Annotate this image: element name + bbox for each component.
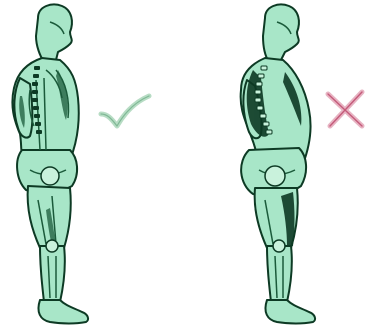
poor-posture-anatomy-svg xyxy=(225,0,345,328)
good-posture-anatomy-svg xyxy=(0,0,110,328)
good-posture-figure xyxy=(0,0,110,328)
cross-icon xyxy=(322,86,368,132)
poor-posture-figure xyxy=(225,0,345,328)
check-icon xyxy=(97,92,153,132)
